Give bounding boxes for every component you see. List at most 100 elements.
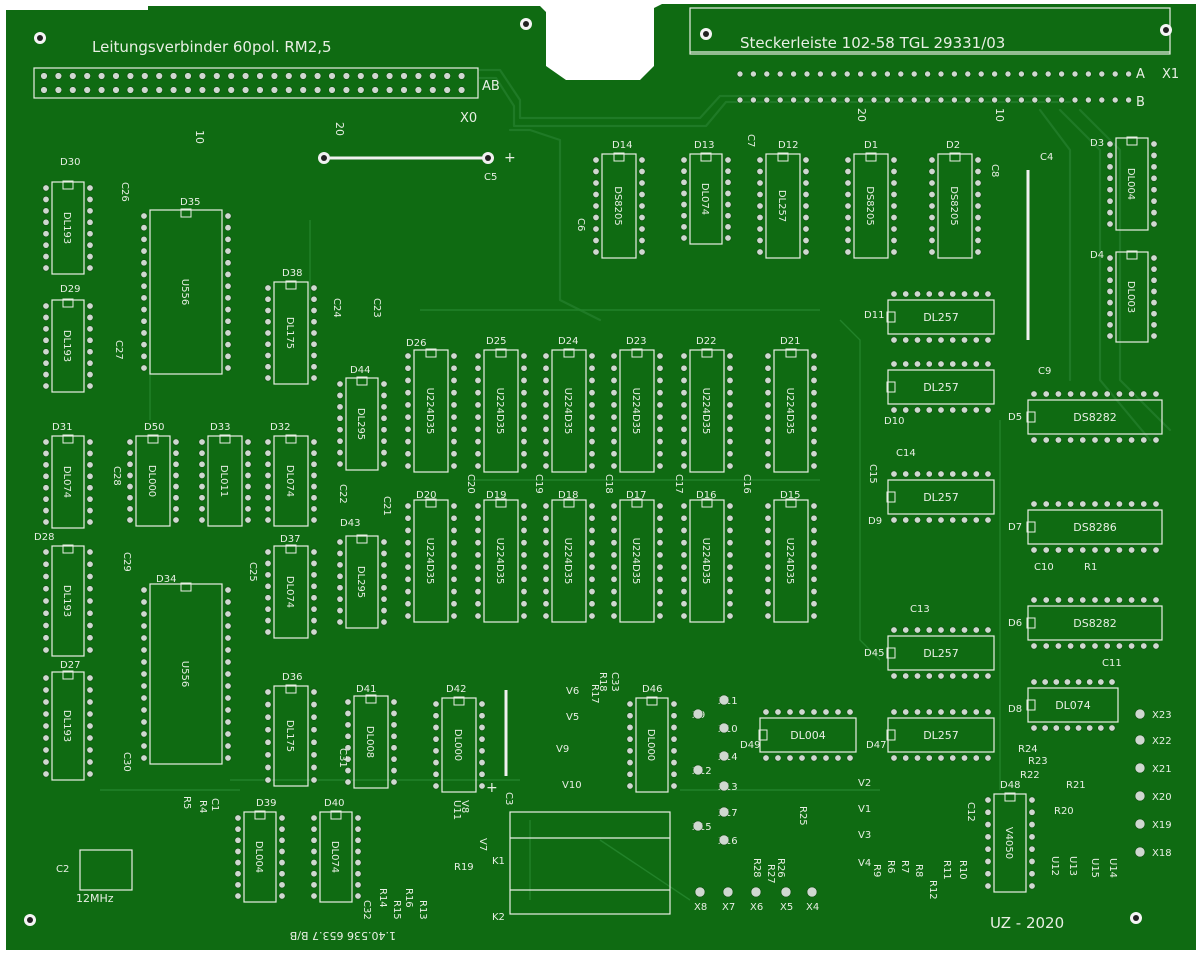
- connector-pad: [1134, 734, 1146, 746]
- title-right: Steckerleiste 102-58 TGL 29331/03: [740, 34, 1005, 52]
- pin-pad: [400, 72, 408, 80]
- label-u14: U14: [1107, 858, 1118, 878]
- label-r15: R15: [391, 900, 402, 920]
- chip-part-label: DL257: [923, 647, 959, 660]
- chip-part-label: U224D35: [784, 388, 795, 435]
- tick-right-10: 10: [993, 108, 1006, 122]
- pin-pad: [457, 86, 466, 94]
- pin-pad: [112, 86, 120, 94]
- label-x18: X18: [1152, 848, 1172, 859]
- label-r12: R12: [927, 880, 938, 900]
- label-v5: V5: [566, 712, 579, 723]
- pin-pad: [977, 70, 985, 78]
- chip-part-label: U556: [179, 661, 190, 687]
- chip-ref-label: D37: [280, 534, 300, 545]
- plus-c5: +: [504, 150, 516, 166]
- pin-pad: [414, 86, 423, 94]
- label-c30: C30: [121, 752, 132, 772]
- connector-pad: [1134, 790, 1146, 802]
- chip-ref-label: D36: [282, 672, 302, 683]
- label-r13: R13: [417, 900, 428, 920]
- pin-pad: [1018, 96, 1025, 104]
- chip-part-label: DL004: [1125, 168, 1136, 200]
- label-r5: R5: [181, 796, 192, 809]
- chip-part-label: V4050: [1003, 827, 1014, 859]
- connector-pad: [718, 834, 730, 846]
- connector-x0-pins: [40, 72, 466, 94]
- chip-part-label: U556: [179, 279, 190, 305]
- chip-ref-label: D22: [696, 336, 716, 347]
- label-k2: K2: [492, 912, 505, 923]
- mounting-holes: [24, 18, 1172, 926]
- pin-pad: [1058, 96, 1065, 104]
- chip-ref-label: D26: [406, 338, 426, 349]
- connector-pad: [1134, 818, 1146, 830]
- label-c29: C29: [121, 552, 132, 572]
- board-fill: [14, 86, 1184, 944]
- pin-pad: [897, 96, 905, 104]
- connector-pad: [718, 750, 730, 762]
- chip-part-label: DL074: [1055, 699, 1091, 712]
- pin-pad: [299, 72, 307, 80]
- label-c8: C8: [989, 164, 1000, 177]
- chip-part-label: U224D35: [630, 538, 641, 585]
- label-r19: R19: [454, 862, 474, 873]
- chip-ref-label: D12: [778, 140, 798, 151]
- label-r16: R16: [403, 888, 414, 908]
- pin-pad: [126, 72, 135, 80]
- chip-part-label: DS8205: [612, 186, 623, 226]
- chip-ref-label: D46: [642, 684, 662, 695]
- chip-d36: DL175 D36: [264, 672, 318, 787]
- chip-ref-label: D38: [282, 268, 302, 279]
- chip-part-label: DS8282: [1073, 411, 1116, 424]
- pin-pad: [1085, 96, 1092, 104]
- chip-ref-label: D42: [446, 684, 466, 695]
- connector-x1-pins: [736, 70, 1132, 104]
- chip-ref-label: D28: [34, 532, 54, 543]
- pin-pad: [227, 72, 235, 80]
- pin-pad: [884, 96, 891, 104]
- pin-pad: [155, 86, 163, 94]
- chip-d34: U556 D34: [140, 574, 232, 765]
- label-c13: C13: [910, 604, 930, 615]
- connector-pad: [1134, 708, 1146, 720]
- pin-pad: [270, 86, 279, 94]
- chip-ref-label: D34: [156, 574, 176, 585]
- label-r26: R26: [775, 858, 786, 878]
- pin-pad: [870, 96, 878, 104]
- label-r9: R9: [871, 864, 882, 877]
- pin-pad: [924, 70, 931, 78]
- pin-pad: [884, 70, 891, 78]
- chip-part-label: DS8205: [948, 186, 959, 226]
- label-c12: C12: [965, 802, 976, 822]
- pin-pad: [1125, 96, 1132, 104]
- chip-part-label: DL175: [284, 720, 295, 752]
- label-x20: X20: [1152, 792, 1172, 803]
- chip-ref-label: D44: [350, 365, 370, 376]
- pin-pad: [112, 72, 120, 80]
- pin-pad: [313, 86, 322, 94]
- label-c21: C21: [381, 496, 392, 516]
- pin-pad: [910, 96, 918, 104]
- chip-ref-label: D21: [780, 336, 800, 347]
- label-x6: X6: [750, 902, 763, 913]
- pin-pad: [964, 70, 972, 78]
- label-u13: U13: [1067, 856, 1078, 876]
- pin-pad: [1058, 70, 1065, 78]
- pin-pad: [870, 70, 878, 78]
